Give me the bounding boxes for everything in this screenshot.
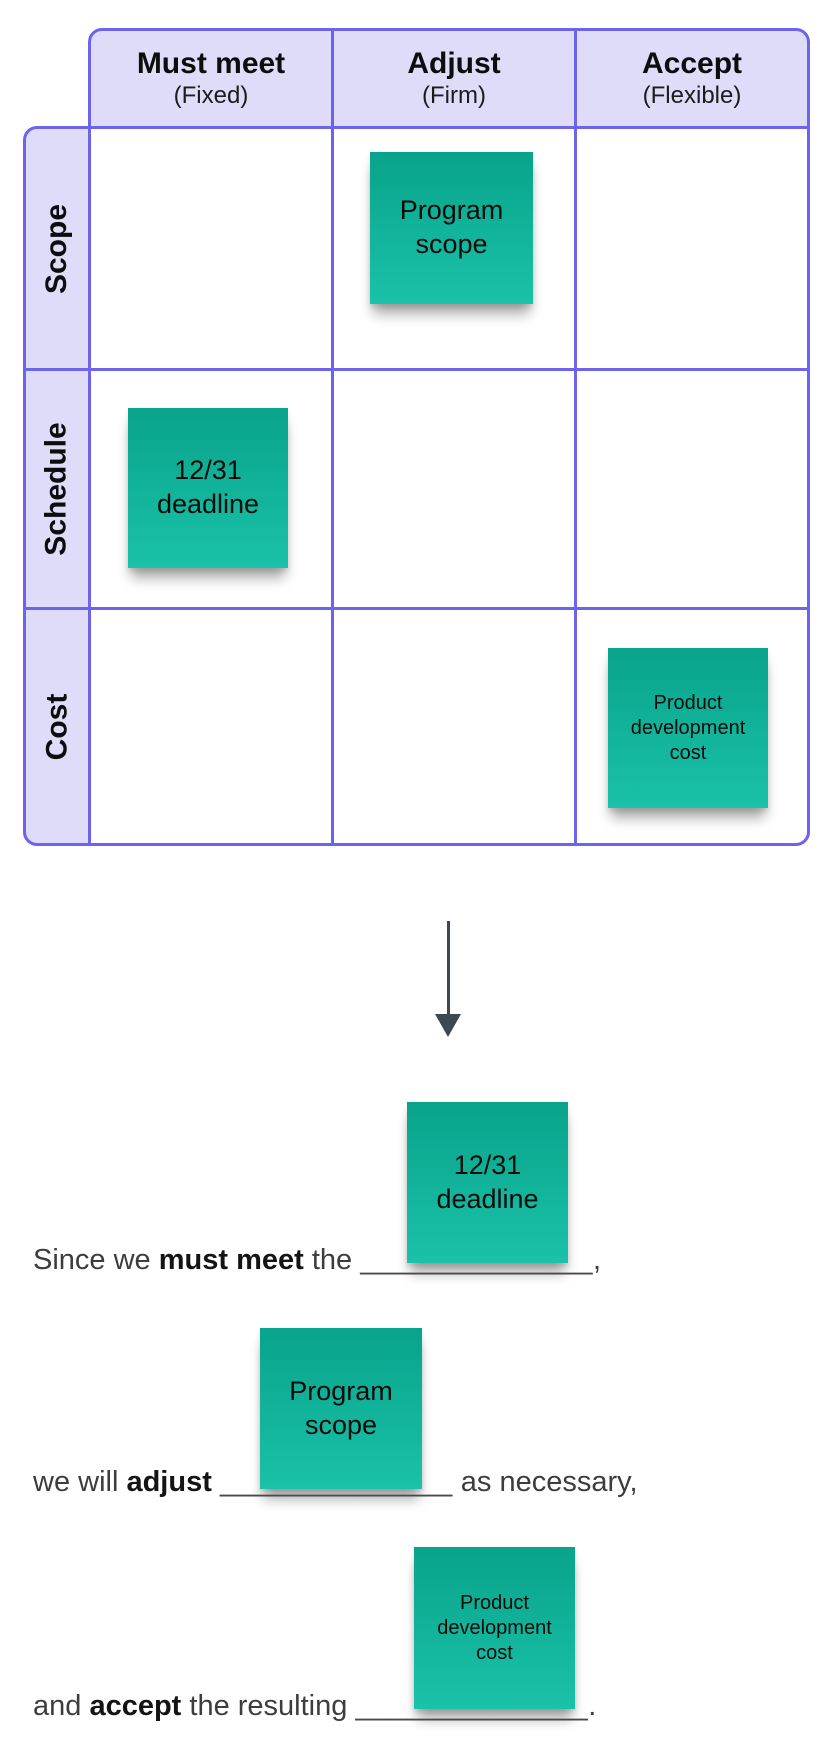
column-subtitle: (Flexible) [642,82,742,110]
sentence-text: , [593,1244,602,1276]
matrix-cell [91,371,334,610]
column-header-accept: Accept (Flexible) [577,31,807,126]
column-subtitle: (Firm) [422,82,486,110]
sentence-accept: and accept the resulting ______________. [33,1690,596,1723]
row-header-schedule: Schedule [26,371,88,610]
sticky-note-product-cost: Product development cost [414,1547,575,1709]
sentence-bold-text: accept [89,1690,182,1722]
sentence-adjust: we will adjust ______________ as necessa… [33,1466,638,1499]
matrix-cell [334,129,577,371]
column-title: Must meet [136,47,286,81]
sentence-text: and [33,1690,90,1722]
column-title: Accept [641,47,743,81]
sentence-must-meet: Since we must meet the ______________, [33,1244,601,1277]
row-label: Schedule [40,422,73,556]
matrix-cell [334,371,577,610]
sticky-note-deadline: 12/31 deadline [407,1102,568,1263]
sentence-text: Since we [33,1244,159,1276]
column-subtitle: (Fixed) [173,82,249,110]
column-title: Adjust [407,47,501,81]
sentence-text: . [588,1690,597,1722]
column-header-adjust: Adjust (Firm) [334,31,577,126]
sentence-text: the [303,1244,361,1276]
row-label: Cost [40,693,74,760]
row-header-scope: Scope [26,129,88,371]
matrix-row-headers: Scope Schedule Cost [23,126,91,846]
matrix-cell [91,129,334,371]
matrix-cell [91,610,334,843]
sentence-text: the resulting [181,1690,356,1722]
matrix-cell [577,129,807,371]
down-arrow-icon [435,921,461,1037]
sentence-bold-text: adjust [126,1466,212,1498]
sentence-bold-text: must meet [158,1244,304,1276]
arrow-shaft [446,921,450,1014]
sticky-note-program-scope: Program scope [370,152,533,304]
sentence-text [212,1466,220,1498]
blank-line: ______________ [360,1244,594,1276]
matrix-column-headers: Must meet (Fixed) Adjust (Firm) Accept (… [88,28,810,129]
sticky-note-program-scope: Program scope [260,1328,422,1489]
matrix-cell [334,610,577,843]
sticky-note-product-cost: Product development cost [608,648,768,808]
matrix-cell [577,371,807,610]
arrow-head [435,1014,461,1037]
row-label: Scope [40,203,73,294]
row-header-cost: Cost [26,610,88,843]
sentence-text: we will [33,1466,127,1498]
sentence-text: as necessary, [452,1466,638,1498]
blank-line: ______________ [355,1690,589,1722]
sticky-note-deadline: 12/31 deadline [128,408,288,568]
column-header-must-meet: Must meet (Fixed) [91,31,334,126]
blank-line: ______________ [219,1466,453,1498]
